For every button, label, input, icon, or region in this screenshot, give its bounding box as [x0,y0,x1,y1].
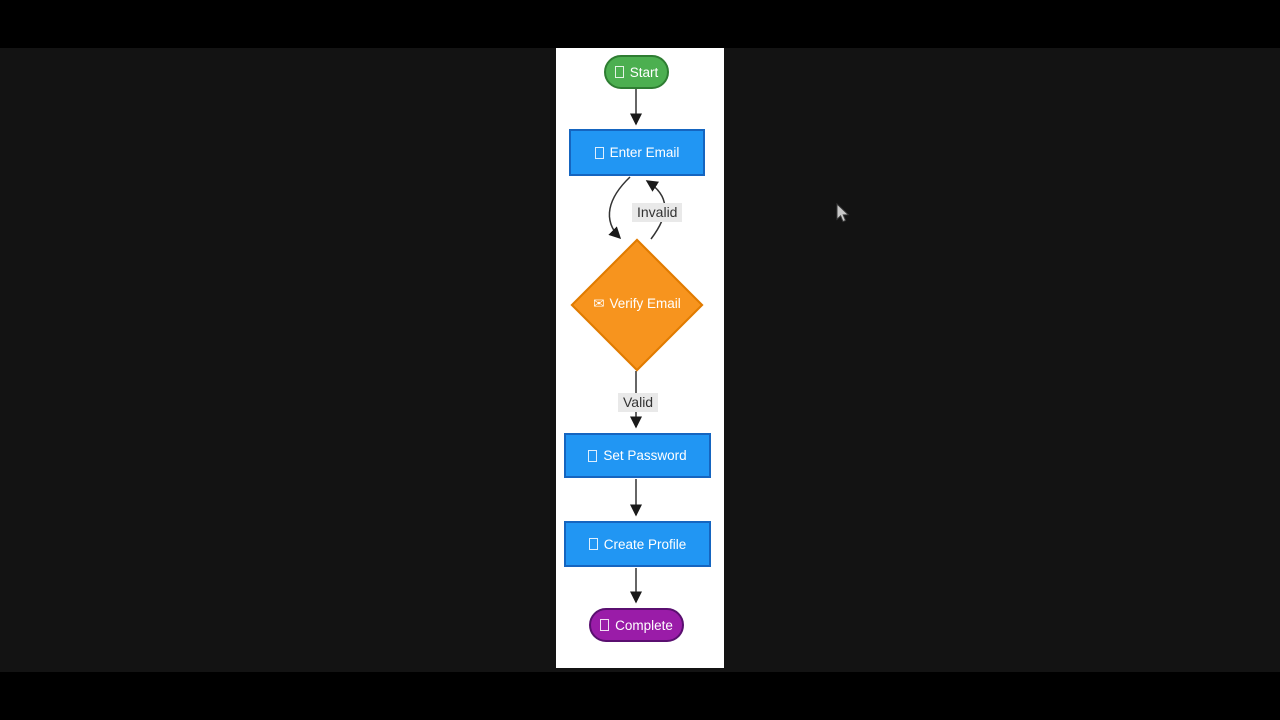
flowchart-edges [608,89,666,604]
node-verify-email-label: Verify Email [609,296,681,311]
node-complete-label: Complete [615,617,673,633]
edge-enter-email-to-verify-email [608,176,631,240]
node-set-password: Set Password [564,433,711,478]
node-create-profile: Create Profile [564,521,711,567]
flowchart-canvas: Start Enter Email Invalid ✉Verify Email … [556,48,724,668]
missing-glyph-icon [588,449,598,462]
node-verify-email: ✉ Verify Email [567,296,707,312]
node-create-profile-label: Create Profile [603,536,687,552]
missing-glyph-icon [614,66,624,78]
node-start-label: Start [629,64,659,80]
node-enter-email: Enter Email [569,129,705,176]
node-set-password-label: Set Password [603,448,687,463]
envelope-icon: ✉ [593,296,605,311]
node-complete: Complete [589,608,684,642]
mouse-cursor-icon [836,202,850,229]
node-enter-email-label: Enter Email [609,145,680,160]
missing-glyph-icon [588,538,598,550]
missing-glyph-icon [600,619,610,631]
edge-label-invalid: Invalid [632,203,683,222]
edge-label-valid: Valid [618,393,659,412]
node-start: Start [604,55,669,89]
missing-glyph-icon [594,146,604,159]
